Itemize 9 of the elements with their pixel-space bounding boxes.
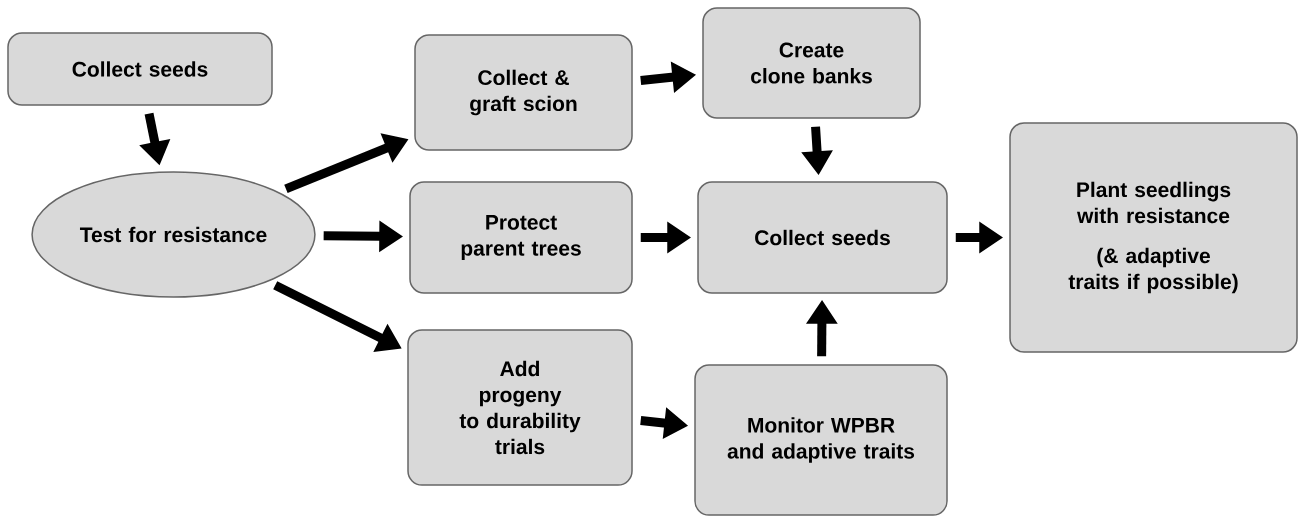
process-box: Collect & graft scion (414, 34, 633, 151)
process-box: Monitor WPBR and adaptive traits (694, 364, 948, 516)
process-box: Collect seeds (697, 181, 948, 294)
process-box: Collect seeds (7, 32, 273, 106)
process-box: Plant seedlings with resistance (& adaptive traits if possible) (1009, 122, 1298, 353)
process-box: Create clone banks (702, 7, 921, 119)
oval-node: Test for resistance (31, 171, 316, 298)
process-box: Add progeny to durability trials (407, 329, 633, 486)
process-box: Protect parent trees (409, 181, 633, 294)
